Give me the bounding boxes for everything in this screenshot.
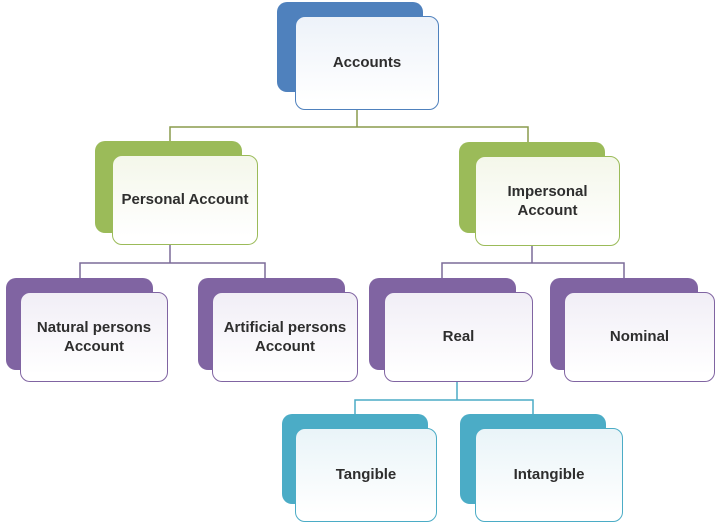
node-personal-card: Personal Account xyxy=(112,155,258,245)
node-tangible-label: Tangible xyxy=(335,466,397,484)
connector-accounts-to-children xyxy=(169,110,529,142)
node-artificial-card: Artificial persons Account xyxy=(212,292,358,382)
node-nominal-card: Nominal xyxy=(564,292,715,382)
node-tangible-card: Tangible xyxy=(295,428,437,522)
connector-impersonal-to-children xyxy=(441,246,625,278)
node-impersonal-card: Impersonal Account xyxy=(475,156,620,246)
node-impersonal-label: Impersonal Account xyxy=(507,182,588,220)
node-nominal-label: Nominal xyxy=(609,328,670,346)
node-natural-card: Natural persons Account xyxy=(20,292,168,382)
node-real-label: Real xyxy=(442,328,475,346)
connector-real-to-children xyxy=(354,382,534,414)
node-real-card: Real xyxy=(384,292,533,382)
node-personal-label: Personal Account xyxy=(121,191,249,209)
node-intangible-label: Intangible xyxy=(513,466,585,484)
connector-personal-to-children xyxy=(79,245,266,278)
node-accounts-card: Accounts xyxy=(295,16,439,110)
node-intangible-card: Intangible xyxy=(475,428,623,522)
node-natural-label: Natural persons Account xyxy=(36,318,152,356)
node-artificial-label: Artificial persons Account xyxy=(223,318,347,356)
node-accounts-label: Accounts xyxy=(332,54,402,72)
